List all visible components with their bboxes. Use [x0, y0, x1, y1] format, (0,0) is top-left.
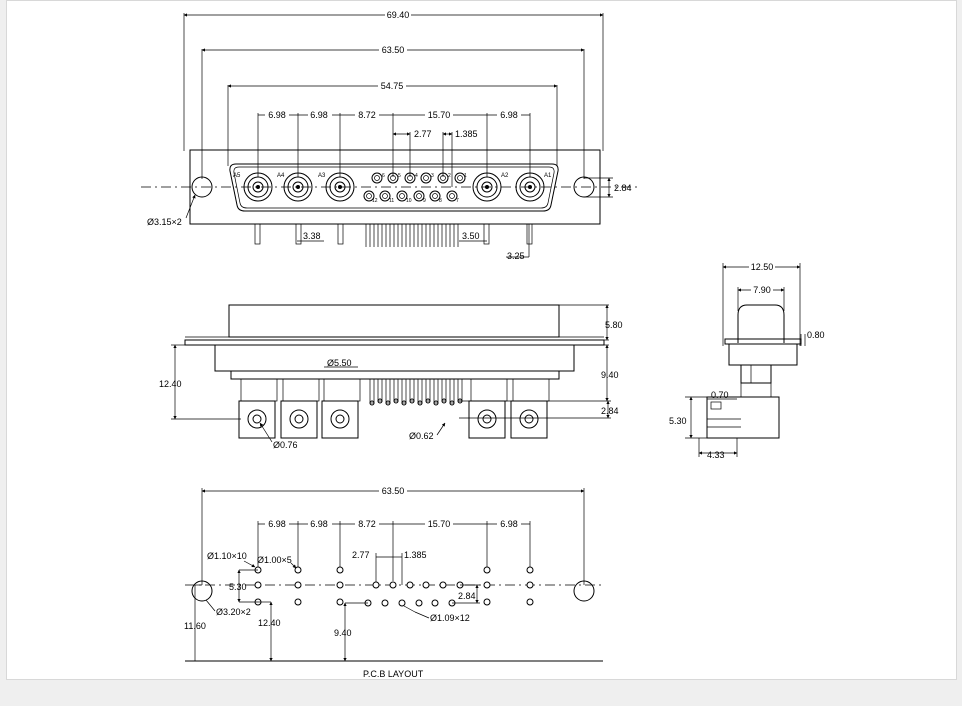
coax-contacts: [243, 172, 545, 202]
dim-coax-pitch-1: 6.98: [268, 110, 286, 120]
dim-shell-depth: 7.90: [753, 285, 771, 295]
technical-drawing: 69.40 63.50 54.75 6.98 6.98 8.72 15.70 6…: [141, 9, 825, 679]
dim-row-offset: 2.84: [614, 183, 632, 193]
dim-pcb-signal-hole: Ø1.09×12: [430, 613, 470, 623]
coax-label-a4: A4: [277, 173, 285, 179]
dim-pcb-row-offset: 2.84: [458, 591, 476, 601]
signal-label-6: 6: [382, 173, 385, 179]
mount-hole-left-icon: [191, 176, 213, 198]
dim-total-height: 12.40: [159, 379, 182, 389]
dim-pcb-signal-pitch: 2.77: [352, 550, 370, 560]
coax-contact-a3-icon: [325, 172, 355, 202]
dim-tail-height: 5.30: [669, 416, 687, 426]
dim-tail-depth: 4.33: [707, 450, 725, 460]
dim-coax-pin-dia: Ø0.76: [273, 440, 298, 450]
dim-pcb-edge-to-coax: 12.40: [258, 618, 281, 628]
dim-coax-to-signal: 8.72: [358, 110, 376, 120]
signal-label-9: 9: [423, 198, 426, 204]
dim-shell-height: 5.80: [605, 320, 623, 330]
dim-pcb-mount-hole: Ø3.20×2: [216, 607, 251, 617]
dim-shell-width: 54.75: [381, 81, 404, 91]
dim-pcb-edge-to-signal: 9.40: [334, 628, 352, 638]
front-view: 5.80 9.40 12.40 2.84: [159, 304, 623, 450]
dim-pcb-signal-span: 15.70: [428, 519, 451, 529]
pcb-layout-title: P.C.B LAYOUT: [363, 669, 424, 679]
signal-label-2: 2: [448, 173, 451, 179]
dim-pin-spacing-right: 3.50: [462, 231, 480, 241]
dim-pcb-ground-hole: Ø1.00×5: [257, 555, 292, 565]
signal-label-11: 11: [389, 198, 394, 204]
dim-signal-pitch: 2.77: [414, 129, 432, 139]
coax-label-a2: A2: [501, 173, 509, 179]
dim-tail-offset: 0.70: [711, 390, 729, 400]
dim-coax-pitch-2: 6.98: [310, 110, 328, 120]
dim-flange-thickness: 0.80: [807, 330, 825, 340]
dim-coax-pitch-right: 6.98: [500, 110, 518, 120]
dim-overall-width: 69.40: [387, 10, 410, 20]
coax-contact-a5-icon: [243, 172, 273, 202]
pcb-signal-holes: [364, 581, 464, 607]
dim-pcb-signal-half-pitch: 1.385: [404, 550, 427, 560]
signal-label-4: 4: [415, 173, 418, 179]
dim-pcb-coax-hole: Ø1.10×10: [207, 551, 247, 561]
coax-label-a1: A1: [544, 173, 552, 179]
drawing-sheet: 69.40 63.50 54.75 6.98 6.98 8.72 15.70 6…: [6, 0, 957, 680]
dim-signal-half-pitch: 1.385: [455, 129, 478, 139]
side-view: 12.50 7.90 0.80 0.70 5.30 4.33: [669, 261, 825, 460]
signal-contacts: [363, 172, 466, 202]
signal-label-5: 5: [398, 173, 401, 179]
signal-label-8: 8: [439, 198, 442, 204]
dim-pin-offset: 3.25: [507, 251, 525, 261]
dim-pcb-coax-to-signal: 8.72: [358, 519, 376, 529]
coax-label-a5: A5: [233, 173, 241, 179]
pcb-coax-holes: [254, 566, 534, 606]
dim-mount-hole: Ø3.15×2: [147, 217, 182, 227]
coax-label-a3: A3: [318, 173, 326, 179]
dim-pcb-coax-pitch-1: 6.98: [268, 519, 286, 529]
dim-front-row-offset: 2.84: [601, 406, 619, 416]
dim-pcb-coax-pitch-2: 6.98: [310, 519, 328, 529]
coax-contact-a4-icon: [283, 172, 313, 202]
coax-contact-a2-icon: [472, 172, 502, 202]
signal-label-12: 12: [372, 198, 378, 204]
signal-label-3: 3: [431, 173, 434, 179]
signal-label-7: 7: [456, 198, 459, 204]
top-view: 69.40 63.50 54.75 6.98 6.98 8.72 15.70 6…: [141, 9, 641, 261]
dim-pcb-edge-to-ground: 11.60: [184, 621, 206, 631]
dim-signal-pin-dia: Ø0.62: [409, 431, 434, 441]
signal-label-10: 10: [406, 198, 412, 204]
pcb-layout: 63.50 6.98 6.98 8.72 15.70 6.98 2.77 1.3…: [184, 485, 603, 679]
dim-pin-depth: 9.40: [601, 370, 619, 380]
top-view-pins: [254, 223, 533, 247]
dim-pcb-coax-pitch-right: 6.98: [500, 519, 518, 529]
dim-pcb-coax-pad-spacing: 5.30: [229, 582, 247, 592]
dim-mount-hole-spacing: 63.50: [382, 45, 405, 55]
coax-contact-a1-icon: [515, 172, 545, 202]
pcb-mount-hole-left-icon: [191, 580, 213, 602]
signal-label-1: 1: [464, 173, 467, 179]
dim-pin-spacing-left: 3.38: [303, 231, 321, 241]
dim-overall-depth: 12.50: [751, 262, 774, 272]
dim-signal-span: 15.70: [428, 110, 451, 120]
pcb-mount-hole-right-icon: [573, 580, 595, 602]
front-view-coax-contacts: [238, 378, 550, 439]
front-view-signal-pins: [369, 378, 463, 406]
dim-coax-dia: Ø5.50: [327, 358, 352, 368]
dim-pcb-mount-hole-spacing: 63.50: [382, 486, 405, 496]
